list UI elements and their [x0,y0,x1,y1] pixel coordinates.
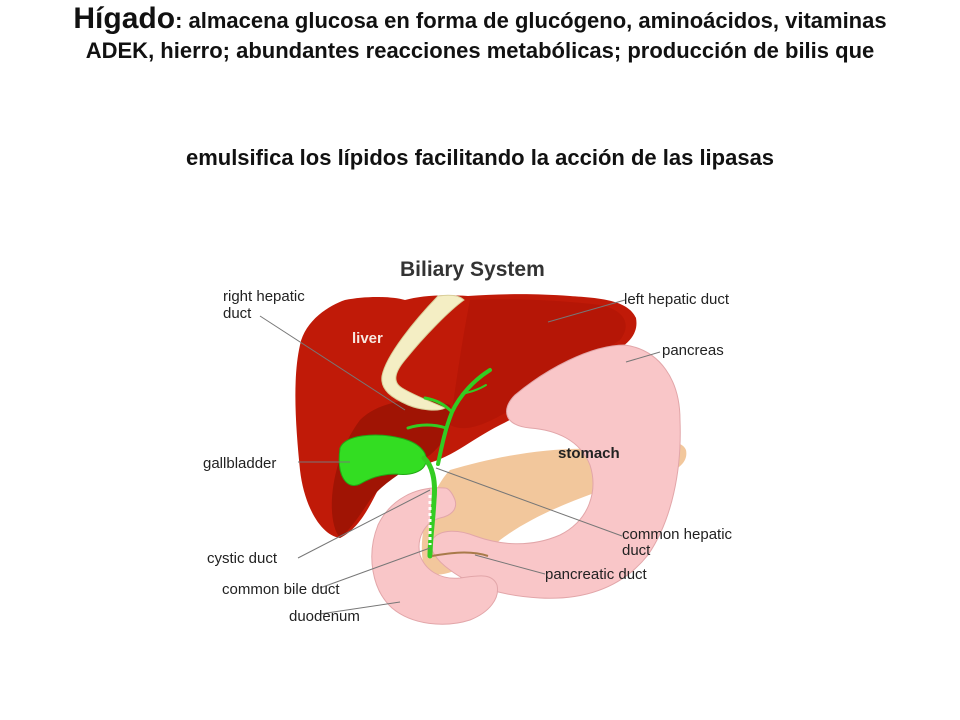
label-right-hepatic-duct-2: duct [223,305,252,322]
duodenum-shape [371,487,499,625]
label-common-hepatic-duct-2: duct [622,542,651,559]
slide-title: Hígado: almacena glucosa en forma de glu… [40,4,920,66]
label-cystic-duct: cystic duct [207,550,278,567]
title-term: Hígado [73,2,176,35]
label-left-hepatic-duct: left hepatic duct [624,291,730,308]
label-common-hepatic-duct-1: common hepatic [622,526,733,543]
gallbladder-shape [338,434,427,486]
bile-ducts [406,368,492,559]
label-pancreatic-duct: pancreatic duct [545,566,648,583]
liver-lobe [450,299,626,429]
pancreatic-duct-shape [431,551,489,557]
leader-lines [259,299,661,615]
label-right-hepatic-duct-1: right hepatic [223,288,305,305]
slide-subtitle: emulsifica los lípidos facilitando la ac… [185,145,775,170]
stomach-label: stomach [558,445,620,462]
label-duodenum: duodenum [289,608,360,625]
label-gallbladder: gallbladder [203,455,276,472]
liver-label: liver [352,330,383,347]
label-common-bile-duct: common bile duct [222,581,340,598]
title-description: : almacena glucosa en forma de glucógeno… [85,8,887,63]
label-pancreas: pancreas [662,342,724,359]
falciform-ligament [381,294,465,411]
diagram-title: Biliary System [400,258,545,281]
